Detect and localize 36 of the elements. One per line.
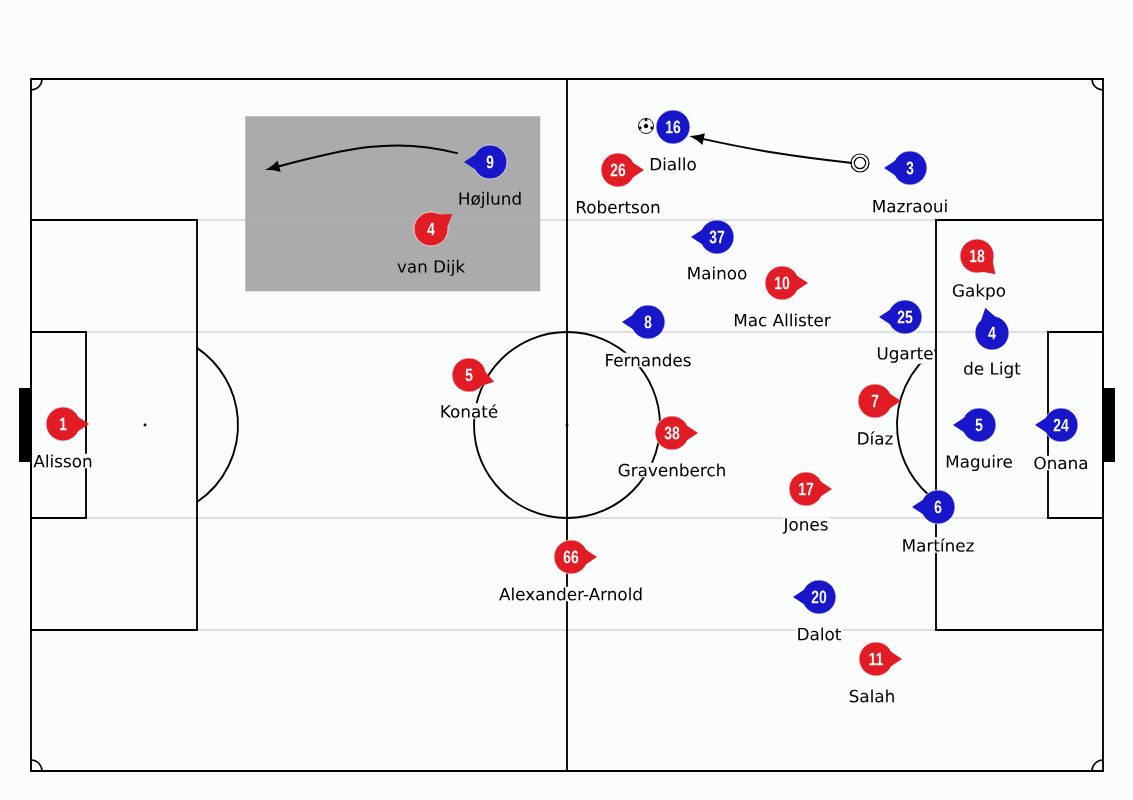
player-token: 37 — [699, 219, 735, 255]
player-name: Díaz — [855, 430, 895, 446]
player-token: 5 — [961, 407, 997, 443]
player-token: 10 — [764, 265, 800, 301]
player-token: 26 — [600, 152, 636, 188]
player-name: Martínez — [900, 537, 976, 553]
player-token: 5 — [451, 357, 487, 393]
player-token: 38 — [654, 415, 690, 451]
player-name: van Dijk — [396, 259, 466, 277]
player-token: 4 — [413, 211, 449, 247]
player-token: 16 — [655, 109, 691, 145]
player-name: Højlund — [457, 191, 523, 209]
player-token: 9 — [472, 144, 508, 180]
ring-marker — [850, 153, 870, 173]
player-name: de Ligt — [962, 361, 1022, 379]
player-token: 25 — [887, 299, 923, 335]
arrow — [692, 133, 854, 164]
player-token: 4 — [974, 315, 1010, 351]
shaded-zone — [245, 116, 541, 292]
player-name: Ugarte — [875, 346, 935, 364]
player-token: 8 — [630, 304, 666, 340]
player-token: 7 — [857, 383, 893, 419]
player-token: 11 — [858, 641, 894, 677]
player-name: Konaté — [439, 403, 499, 419]
player-name: Jones — [782, 517, 830, 535]
arrow — [267, 144, 459, 172]
player-name: Maguire — [944, 454, 1014, 472]
player-token: 1 — [45, 406, 81, 442]
player-token: 66 — [553, 539, 589, 575]
player-token: 24 — [1043, 407, 1079, 443]
player-token: 18 — [959, 238, 995, 274]
player-token: 20 — [801, 579, 837, 615]
player-token: 17 — [788, 471, 824, 507]
player-name: Gakpo — [951, 283, 1007, 301]
player-token: 6 — [920, 489, 956, 525]
player-token: 3 — [892, 150, 928, 186]
